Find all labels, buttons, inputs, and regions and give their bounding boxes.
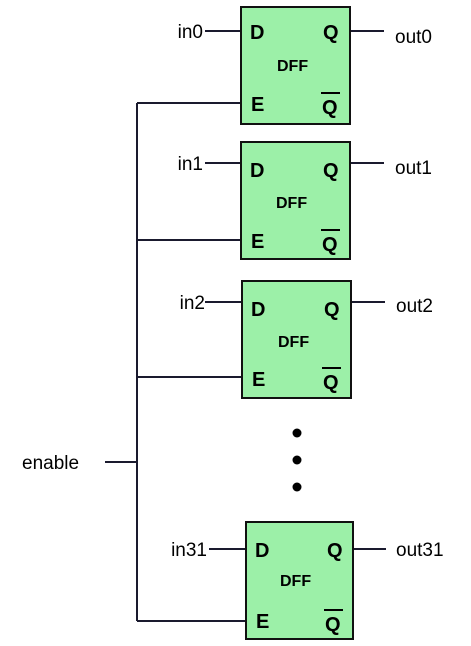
pin-d-0: D — [250, 22, 264, 44]
input-label-31: in31 — [171, 540, 207, 561]
pin-e-0: E — [251, 94, 264, 116]
pin-e-31: E — [256, 611, 269, 633]
input-label-1: in1 — [178, 154, 203, 175]
dff-title-31: DFF — [280, 573, 311, 590]
input-label-2: in2 — [180, 293, 205, 314]
dff-0: in0 out0 D Q DFF E Q — [137, 6, 432, 125]
pin-d-2: D — [251, 299, 265, 321]
pin-d-31: D — [255, 540, 269, 562]
input-label-0: in0 — [178, 22, 203, 43]
dff-block-1 — [240, 141, 351, 260]
output-label-2: out2 — [396, 296, 433, 317]
dff-block-2 — [241, 280, 352, 399]
dff-31: in31 out31 D Q DFF E Q — [137, 521, 444, 640]
ellipsis-dots — [292, 428, 302, 492]
pin-d-1: D — [250, 160, 264, 182]
dff-block-31 — [245, 521, 354, 640]
pin-qbar-1: Q — [322, 234, 338, 256]
pin-q-0: Q — [323, 22, 339, 44]
pin-qbar-0: Q — [322, 97, 338, 119]
pin-qbar-2: Q — [323, 372, 339, 394]
dff-2: in2 out2 D Q DFF E Q — [137, 280, 433, 399]
output-label-31: out31 — [396, 540, 444, 561]
dff-title-2: DFF — [278, 334, 309, 351]
pin-q-31: Q — [327, 540, 343, 562]
pin-qbar-31: Q — [325, 614, 341, 636]
pin-q-2: Q — [324, 299, 340, 321]
ellipsis-dot — [292, 482, 302, 492]
pin-e-2: E — [252, 369, 265, 391]
dff-title-1: DFF — [276, 195, 307, 212]
pin-q-1: Q — [323, 160, 339, 182]
enable-label: enable — [22, 453, 79, 474]
output-label-1: out1 — [395, 158, 432, 179]
dff-block-0 — [240, 6, 351, 125]
dff-1: in1 out1 D Q DFF E Q — [137, 141, 432, 260]
output-label-0: out0 — [395, 27, 432, 48]
ellipsis-dot — [292, 428, 302, 438]
pin-e-1: E — [251, 231, 264, 253]
dff-title-0: DFF — [277, 58, 308, 75]
ellipsis-dot — [292, 455, 302, 465]
